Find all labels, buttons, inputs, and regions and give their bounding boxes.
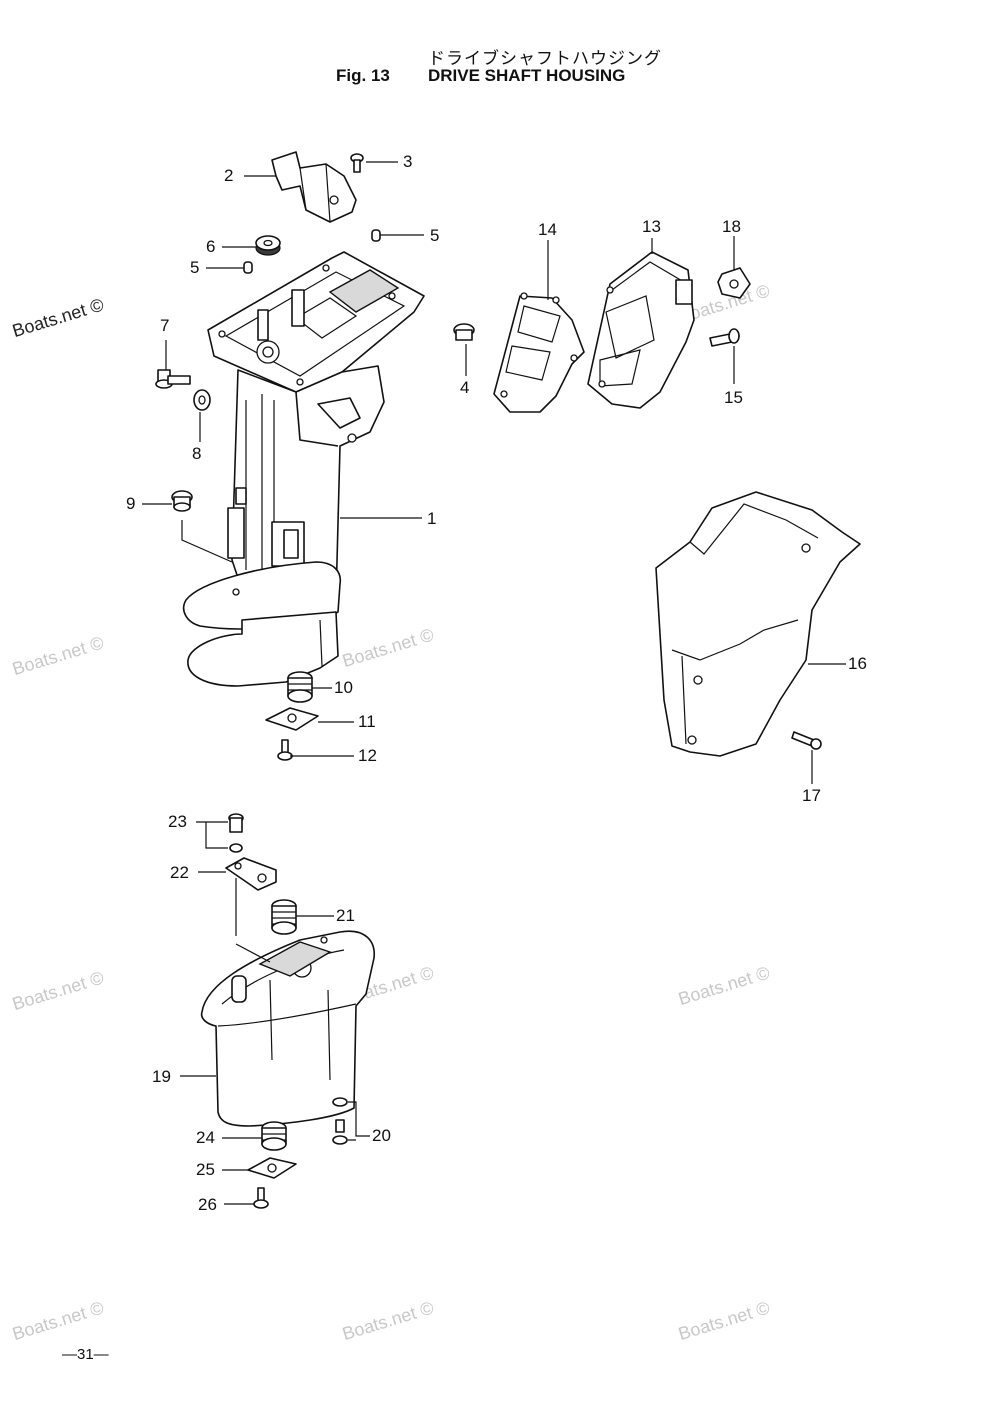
callout-24: 24 [196, 1128, 215, 1147]
part-19-extension-housing [200, 930, 375, 1127]
figure-title: DRIVE SHAFT HOUSING [428, 66, 626, 85]
callout-12: 12 [358, 746, 377, 765]
part-5-pin [243, 261, 253, 274]
callout-10: 10 [334, 678, 353, 697]
callout-2: 2 [224, 166, 234, 185]
callout-13: 13 [642, 217, 661, 236]
part-14-gasket [493, 292, 585, 413]
callout-25: 25 [196, 1160, 215, 1179]
callout-18: 18 [722, 217, 741, 236]
callout-14: 14 [538, 220, 557, 239]
callout-17: 17 [802, 786, 821, 805]
callout-15: 15 [724, 388, 743, 407]
callout-26: 26 [198, 1195, 217, 1214]
title-japanese: ドライブシャフトハウジング [428, 49, 662, 69]
callout-1: 1 [427, 509, 437, 528]
part-21-grommet [271, 899, 297, 935]
callout-19: 19 [152, 1067, 171, 1086]
figure-number: Fig. 13 [336, 66, 390, 85]
callout-4: 4 [460, 378, 470, 397]
page-number: —31— [62, 1346, 109, 1363]
callout-5: 5 [430, 226, 440, 245]
callout-5: 5 [190, 258, 200, 277]
callout-11: 11 [358, 712, 376, 731]
part-6-grommet [255, 235, 281, 256]
part-22-gasket [225, 857, 277, 891]
part-15-screw [709, 328, 740, 347]
callout-22: 22 [170, 863, 189, 882]
part-3-screw [350, 153, 364, 173]
callout-3: 3 [403, 152, 413, 171]
part-16-lower-cover [655, 491, 861, 757]
part-7-bolt [155, 369, 191, 389]
part-10-mount-rubber [287, 671, 313, 703]
part-8-washer [193, 389, 211, 411]
part-5-pin [371, 229, 381, 242]
part-17-screw [791, 731, 822, 750]
part-4-grommet [453, 323, 475, 341]
part-26-bolt [253, 1187, 269, 1209]
callout-7: 7 [160, 316, 170, 335]
callout-9: 9 [126, 494, 136, 513]
part-1-drive-shaft-housing [182, 251, 425, 687]
callout-23: 23 [168, 812, 187, 831]
callout-20: 20 [372, 1126, 391, 1145]
part-12-bolt [277, 739, 293, 761]
part-2-bracket [271, 151, 357, 223]
part-18-nut [717, 267, 751, 299]
part-24-mount-rubber [261, 1121, 287, 1151]
leader-lines [142, 161, 846, 1205]
callout-6: 6 [206, 237, 216, 256]
part-20-bolt [332, 1097, 348, 1145]
part-9-plug [171, 490, 193, 512]
callout-21: 21 [336, 906, 355, 925]
part-13-cover [587, 251, 695, 409]
part-23-bolt [228, 813, 244, 853]
callout-16: 16 [848, 654, 867, 673]
callout-8: 8 [192, 444, 202, 463]
